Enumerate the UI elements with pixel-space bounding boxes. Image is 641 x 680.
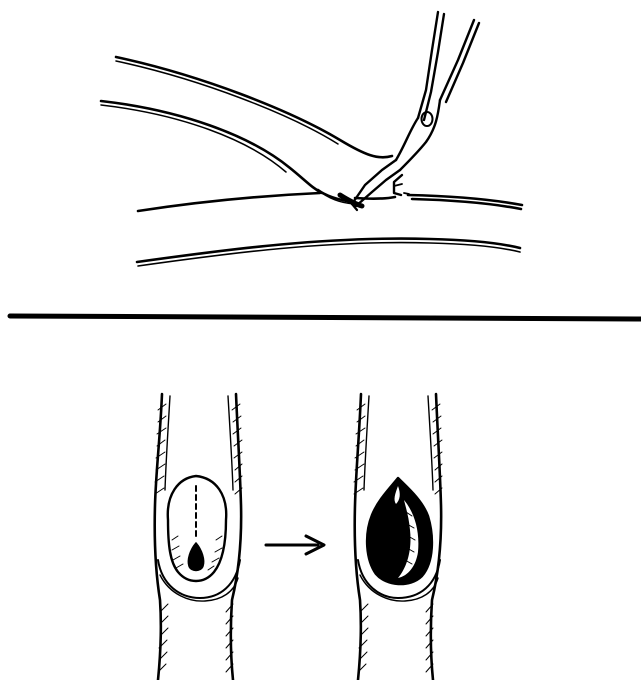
right-arrow-icon <box>266 536 324 554</box>
vessel-after <box>354 394 442 680</box>
host-vessel <box>137 193 522 266</box>
small-opening <box>188 543 203 571</box>
scissors-icon <box>352 12 479 210</box>
lower-panel <box>155 394 442 680</box>
panel-divider <box>10 316 641 319</box>
graft-vessel <box>101 57 392 206</box>
upper-panel <box>101 12 522 266</box>
vessel-before <box>155 394 242 680</box>
